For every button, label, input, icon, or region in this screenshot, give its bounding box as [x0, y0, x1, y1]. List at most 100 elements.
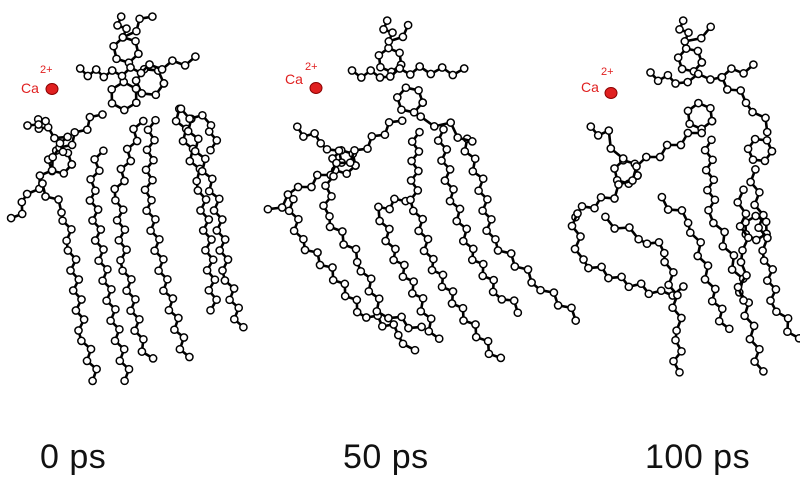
atom: [155, 234, 164, 244]
atom: [115, 356, 125, 366]
atom: [114, 235, 124, 245]
atom: [618, 154, 628, 163]
calcium-ion-sphere: [45, 83, 59, 95]
atom: [717, 304, 727, 314]
atom: [171, 116, 181, 126]
atom: [116, 164, 126, 174]
atom: [742, 271, 751, 280]
atom: [783, 313, 793, 323]
atom: [58, 147, 68, 157]
atom: [567, 221, 577, 231]
atom: [339, 240, 348, 249]
atom: [99, 146, 108, 156]
atom: [427, 265, 437, 275]
atom: [474, 186, 483, 196]
atom: [135, 14, 144, 24]
snapshot-0ps: [6, 12, 248, 386]
atom: [77, 336, 86, 346]
atom: [741, 98, 751, 108]
atom: [673, 290, 682, 300]
atom: [126, 306, 135, 316]
atom: [683, 218, 693, 228]
atom: [628, 176, 637, 185]
atom: [409, 277, 419, 286]
atom: [510, 262, 520, 271]
time-label-50ps: 50 ps: [343, 438, 429, 476]
atom: [761, 113, 770, 123]
atom: [471, 320, 480, 329]
atom: [374, 294, 384, 304]
atom: [489, 275, 499, 285]
atom: [366, 274, 376, 284]
atom: [142, 206, 151, 216]
atom: [755, 187, 764, 197]
atom: [206, 305, 215, 315]
atom: [783, 327, 792, 337]
atom: [625, 223, 634, 232]
atom: [159, 286, 168, 296]
atom: [733, 197, 743, 207]
atom: [137, 89, 147, 98]
atom: [91, 186, 100, 196]
atom: [606, 144, 616, 153]
atom: [54, 195, 63, 204]
atom: [86, 174, 95, 184]
atom: [300, 245, 310, 255]
atom: [739, 185, 748, 195]
atom: [570, 244, 580, 254]
atom: [83, 71, 93, 81]
atom: [741, 209, 751, 219]
atom: [138, 116, 148, 126]
atom: [185, 352, 194, 362]
atom: [693, 251, 703, 261]
atom: [614, 180, 623, 189]
atom: [573, 209, 582, 218]
atom: [434, 334, 444, 344]
atom: [142, 145, 152, 155]
atom: [470, 154, 480, 164]
atom: [375, 73, 385, 82]
atom: [106, 316, 115, 326]
atom: [384, 313, 393, 323]
calcium-symbol: Ca: [285, 71, 303, 87]
atom: [460, 146, 470, 156]
atom: [673, 53, 683, 62]
calcium-symbol: Ca: [581, 79, 599, 95]
atom: [307, 182, 316, 192]
atom: [159, 79, 169, 88]
atom: [150, 135, 159, 145]
atom: [740, 311, 749, 321]
atom: [704, 205, 713, 215]
atom: [693, 69, 703, 79]
atom: [380, 130, 390, 140]
atom: [417, 322, 426, 332]
atom: [93, 205, 103, 214]
atom: [119, 105, 129, 115]
calcium-ion-50ps: Ca 2+: [285, 61, 323, 94]
atom: [429, 254, 438, 264]
atom: [131, 84, 141, 94]
atom: [48, 152, 58, 162]
atom: [79, 315, 89, 324]
atom: [345, 158, 355, 168]
snapshot-100ps: [567, 16, 800, 377]
atom: [748, 155, 758, 165]
atom: [707, 296, 717, 306]
atom: [143, 125, 153, 135]
atom: [439, 125, 448, 134]
atom: [361, 313, 371, 322]
atom: [677, 313, 686, 323]
atom: [398, 272, 408, 282]
atom: [115, 324, 124, 334]
atom: [310, 129, 319, 138]
atom: [207, 174, 217, 184]
atom: [117, 71, 127, 81]
atom: [385, 204, 394, 214]
atom: [375, 216, 384, 226]
atom: [683, 106, 693, 116]
atom: [487, 214, 496, 224]
atom: [120, 376, 129, 386]
atom: [134, 49, 143, 59]
atom: [675, 367, 684, 377]
atom: [681, 44, 691, 53]
